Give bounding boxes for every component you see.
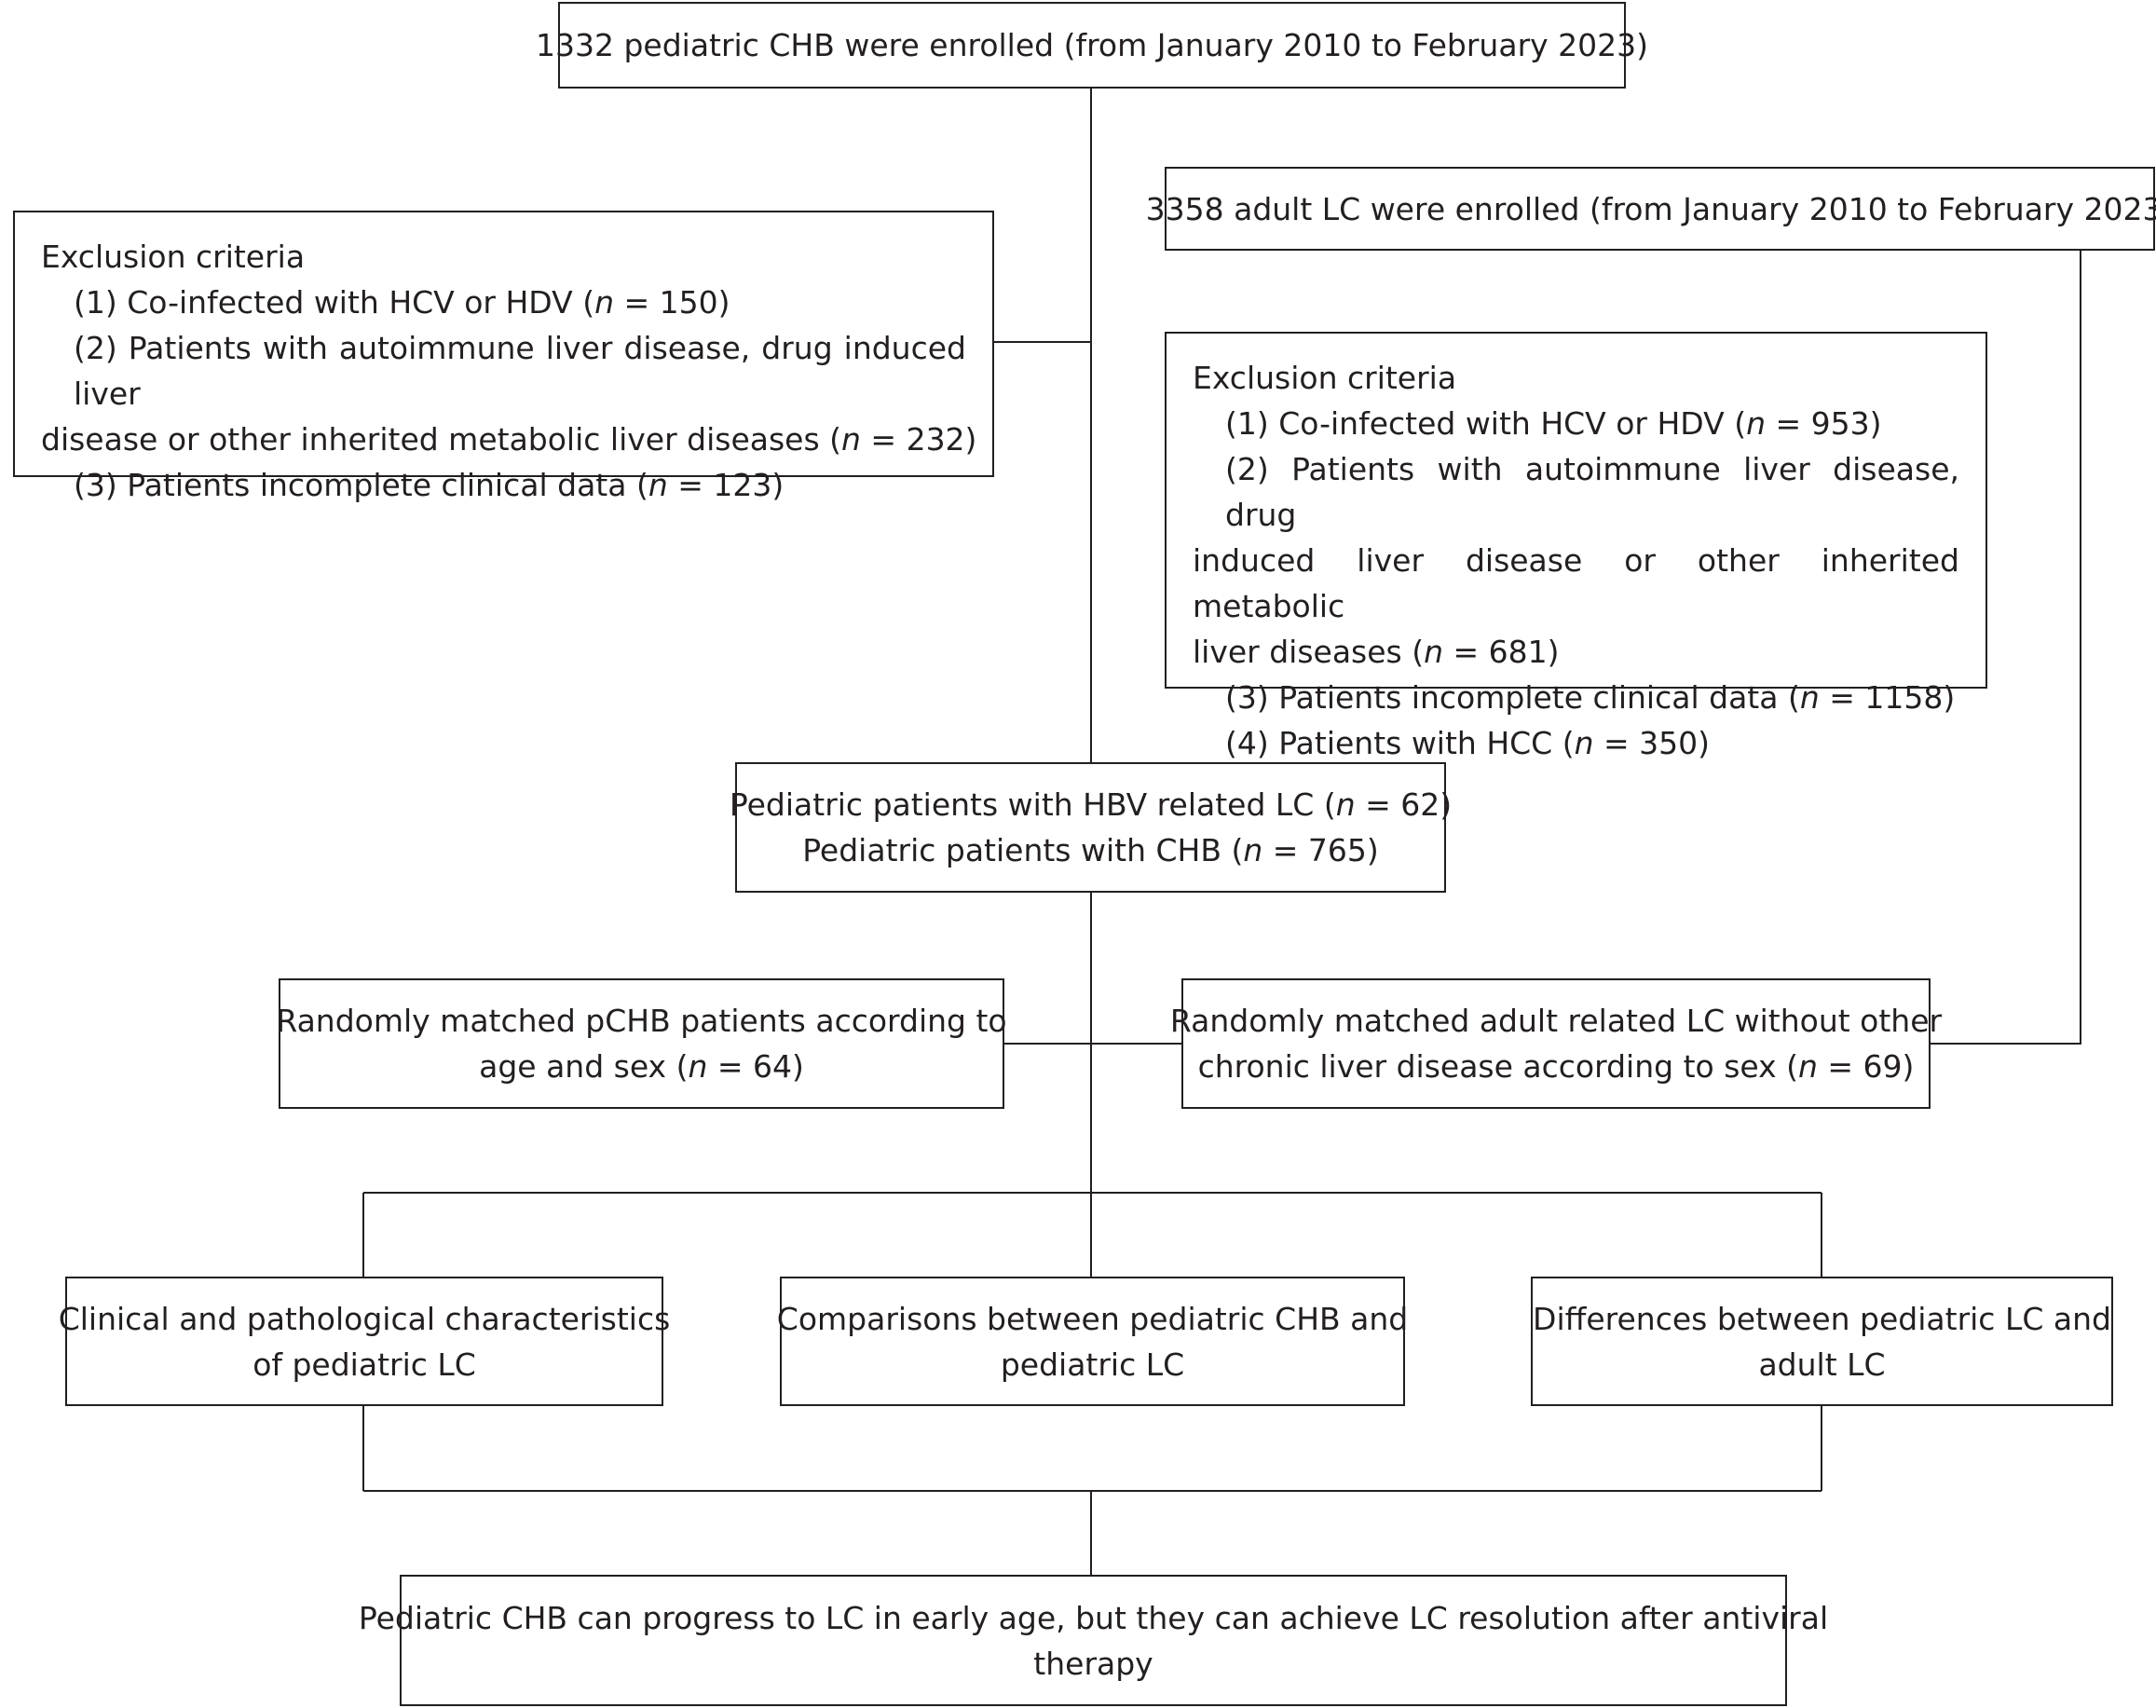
conclusion-box: Pediatric CHB can progress to LC in earl…	[359, 1575, 1828, 1706]
outcome-comparisons-box: Comparisons between pediatric CHB and pe…	[776, 1277, 1409, 1406]
matched-adult-line-2: chronic liver disease according to sex (…	[1197, 1048, 1915, 1085]
exclusion-pediatric-box: Exclusion criteria (1) Co-infected with …	[13, 211, 994, 503]
exclusion-pediatric-title: Exclusion criteria	[41, 239, 306, 275]
exclusion-adult-item-2-line-2: induced liver disease or other inherited…	[1193, 542, 1959, 624]
exclusion-adult-item-1: (1) Co-infected with HCV or HDV (n = 953…	[1225, 405, 1882, 442]
exclusion-pediatric-item-1: (1) Co-infected with HCV or HDV (n = 150…	[74, 284, 730, 321]
outcome-clinical-line-1: Clinical and pathological characteristic…	[58, 1300, 671, 1337]
matched-adult-line-1: Randomly matched adult related LC withou…	[1169, 1003, 1943, 1039]
exclusion-adult-item-4: (4) Patients with HCC (n = 350)	[1225, 725, 1711, 761]
exclusion-adult-box: Exclusion criteria (1) Co-infected with …	[1165, 332, 1987, 761]
enrolled-pediatric-box: 1332 pediatric CHB were enrolled (from J…	[536, 2, 1648, 89]
exclusion-pediatric-item-3: (3) Patients incomplete clinical data (n…	[74, 467, 785, 503]
exclusion-pediatric-item-2-line-1: (2) Patients with autoimmune liver disea…	[74, 330, 966, 412]
enrolled-adult-text: 3358 adult LC were enrolled (from Januar…	[1145, 190, 2156, 227]
pediatric-groups-line-1: Pediatric patients with HBV related LC (…	[729, 786, 1453, 823]
connector-adult-branch	[1931, 251, 2081, 1045]
outcome-clinical-box: Clinical and pathological characteristic…	[59, 1277, 670, 1406]
outcome-differences-line-2: adult LC	[1758, 1346, 1886, 1383]
enrolled-pediatric-text: 1332 pediatric CHB were enrolled (from J…	[535, 27, 1649, 63]
outcome-differences-line-1: Differences between pediatric LC and	[1533, 1300, 2111, 1337]
exclusion-adult-title: Exclusion criteria	[1193, 360, 1457, 396]
outcome-comparisons-line-2: pediatric LC	[1000, 1346, 1185, 1383]
pediatric-groups-line-2: Pediatric patients with CHB (n = 765)	[802, 832, 1379, 868]
pediatric-groups-box: Pediatric patients with HBV related LC (…	[730, 762, 1452, 893]
exclusion-adult-item-2-line-3: liver diseases (n = 681)	[1193, 634, 1560, 670]
conclusion-line-2: therapy	[1033, 1645, 1153, 1682]
outcome-differences-box: Differences between pediatric LC and adu…	[1531, 1277, 2113, 1406]
matched-pchb-line-2: age and sex (n = 64)	[479, 1048, 804, 1085]
matched-pchb-line-1: Randomly matched pCHB patients according…	[276, 1003, 1007, 1039]
outcome-comparisons-line-1: Comparisons between pediatric CHB and	[776, 1300, 1409, 1337]
exclusion-adult-item-3: (3) Patients incomplete clinical data (n…	[1225, 679, 1956, 716]
enrolled-adult-box: 3358 adult LC were enrolled (from Januar…	[1146, 167, 2156, 251]
conclusion-line-1: Pediatric CHB can progress to LC in earl…	[358, 1599, 1829, 1636]
matched-adult-box: Randomly matched adult related LC withou…	[1170, 978, 1942, 1109]
exclusion-adult-item-2-line-1: (2) Patients with autoimmune liver disea…	[1225, 451, 1959, 533]
exclusion-pediatric-item-2-line-2: disease or other inherited metabolic liv…	[41, 421, 977, 458]
matched-pchb-box: Randomly matched pCHB patients according…	[276, 978, 1007, 1109]
outcome-clinical-line-2: of pediatric LC	[252, 1346, 476, 1383]
